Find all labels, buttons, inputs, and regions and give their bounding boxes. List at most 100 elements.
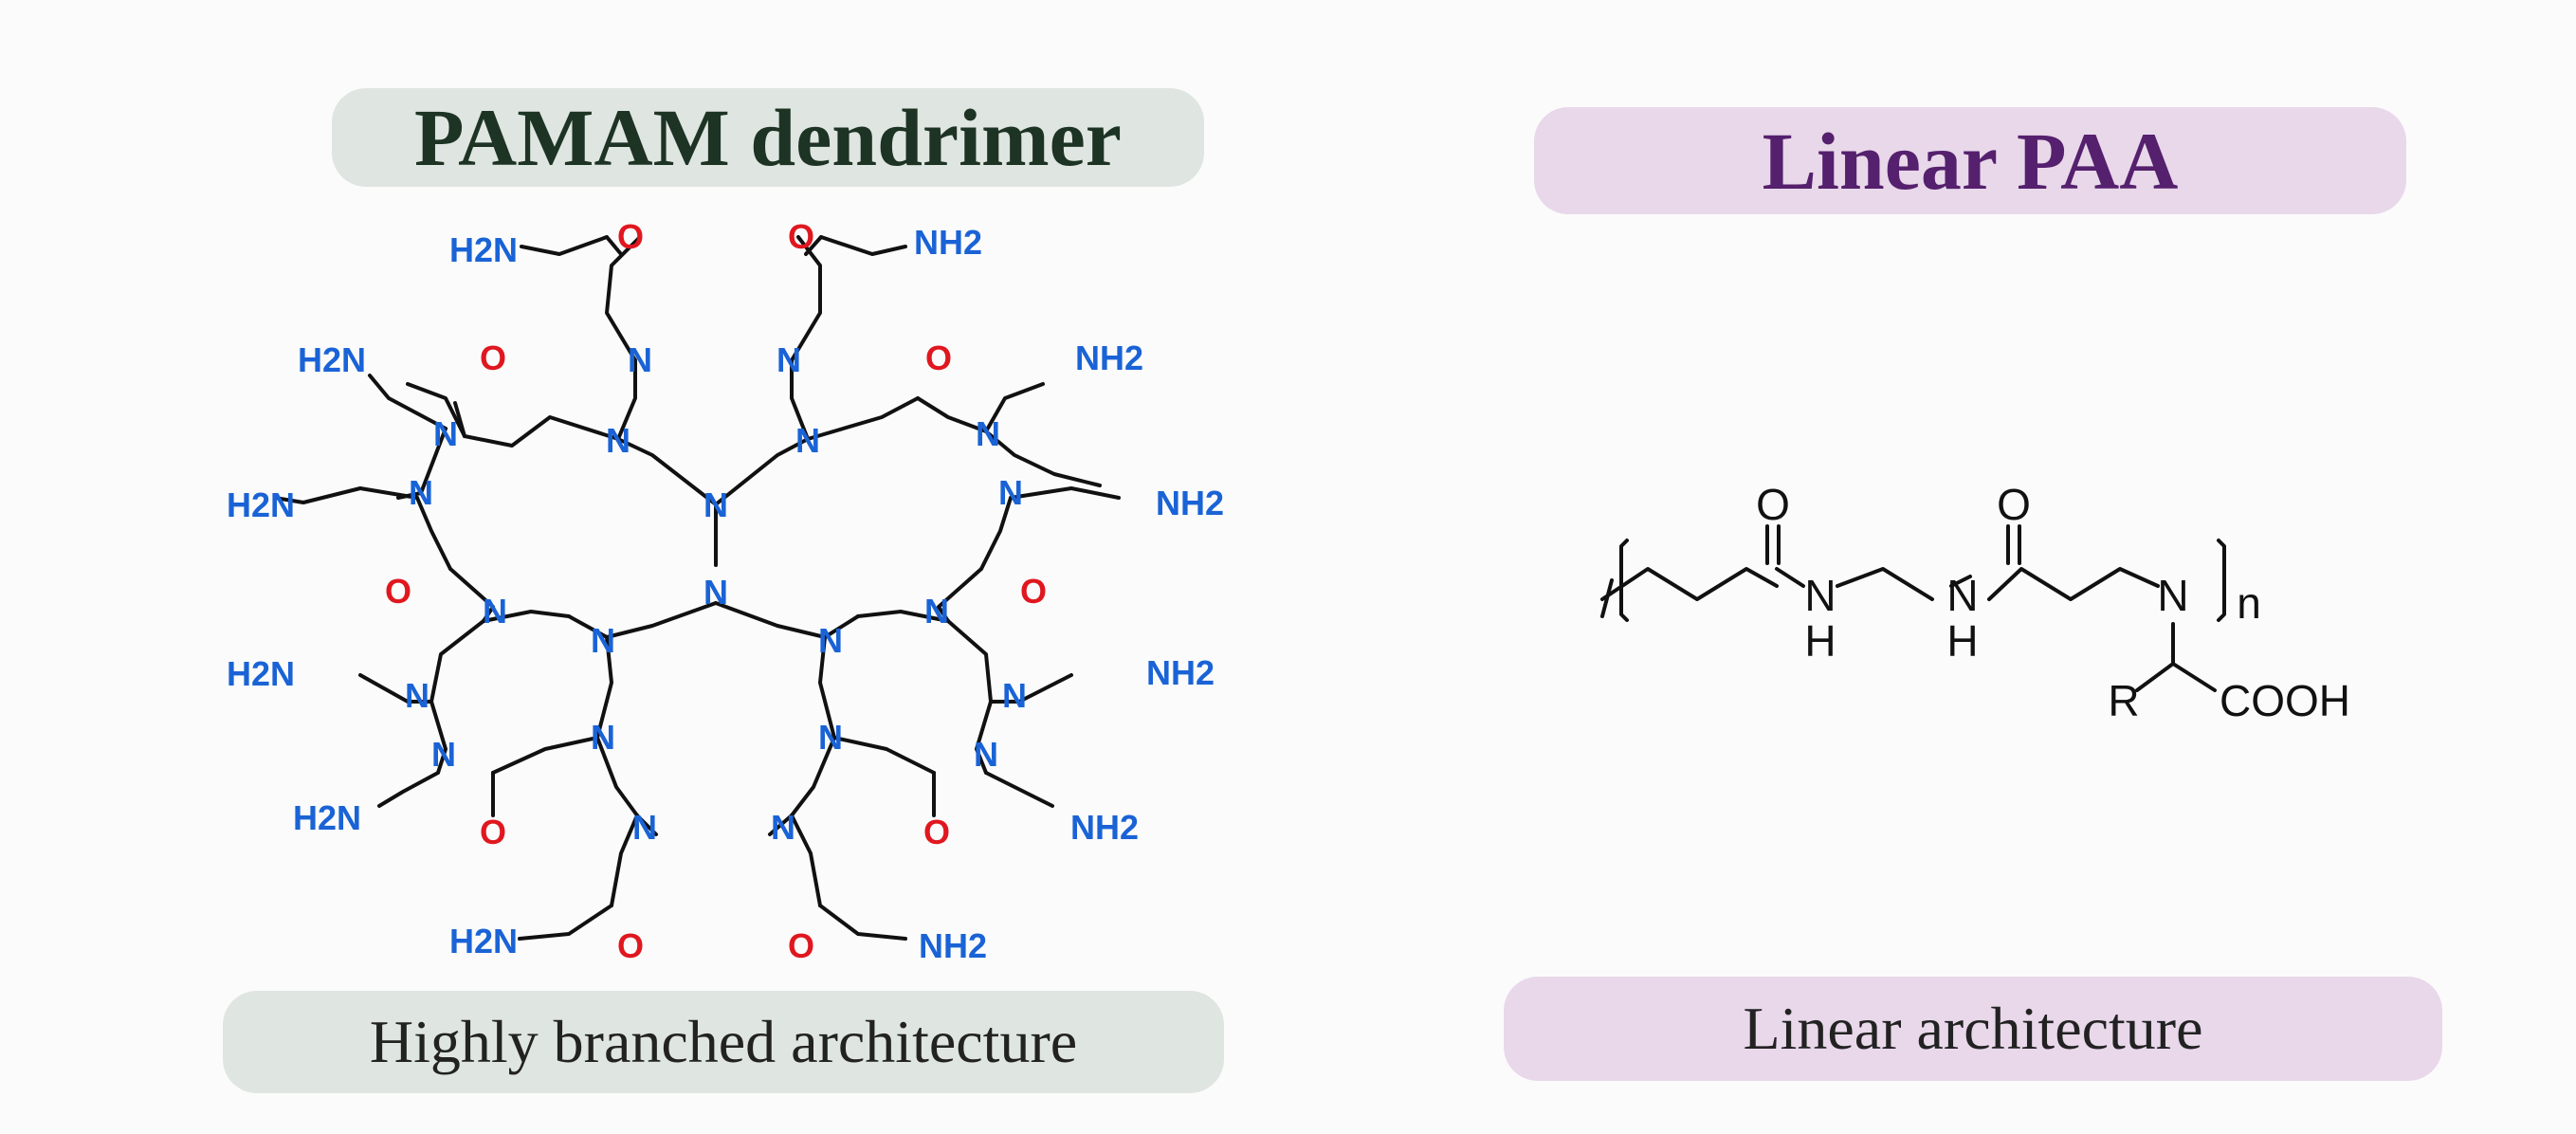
pamam-n: N: [974, 735, 998, 774]
pamam-amine: H2N: [293, 798, 361, 837]
paa-backbone: [1600, 567, 2160, 601]
pamam-bond: [377, 771, 440, 808]
pamam-bond: [406, 382, 466, 438]
paa-amide-n-1: N: [1804, 571, 1836, 620]
pamam-bond: [946, 619, 993, 704]
pamam-n: N: [483, 592, 507, 631]
pamam-bond: [984, 382, 1045, 433]
pamam-o: O: [385, 572, 411, 611]
pamam-o: O: [480, 813, 506, 851]
pamam-bond: [989, 673, 1073, 704]
pamam-amine: NH2: [1070, 808, 1139, 847]
paa-end-wavy: [1600, 578, 1614, 618]
pamam-bond: [937, 567, 983, 623]
paa-repeat-n: n: [2237, 578, 2261, 628]
pamam-bond: [856, 610, 950, 623]
pamam-n: N: [606, 421, 630, 460]
pamam-o: O: [788, 217, 814, 256]
paa-bracket-left: [1619, 539, 1629, 622]
paa-cooh: COOH: [2220, 676, 2350, 725]
pamam-bond: [714, 437, 810, 506]
pamam-bond: [358, 673, 433, 704]
pamam-o: O: [480, 338, 506, 377]
paa-nh-bond-1: [1775, 567, 1805, 588]
pamam-bond: [491, 736, 599, 775]
pamam-bond: [605, 235, 623, 256]
pamam-bond: [714, 601, 827, 639]
pamam-amine: H2N: [449, 230, 518, 269]
paa-nh-bond-2: [1949, 575, 1972, 588]
pamam-bond: [818, 904, 907, 941]
pamam-n: N: [998, 473, 1023, 512]
paa-oxygen-1: O: [1756, 480, 1790, 529]
pamam-bond: [804, 235, 823, 256]
pamam-amine: NH2: [919, 926, 987, 965]
pamam-bond: [984, 430, 1102, 487]
pamam-bond: [916, 396, 988, 433]
pamam-bond: [605, 601, 718, 639]
pamam-amine: NH2: [914, 223, 982, 262]
pamam-n: N: [1002, 676, 1027, 715]
pamam-bond: [790, 358, 810, 441]
pamam-amine: H2N: [227, 654, 295, 693]
pamam-title: PAMAM dendrimer: [332, 88, 1204, 187]
paa-atom-labels: O O N H N H N n R COOH: [1756, 480, 2350, 725]
pamam-n: N: [771, 808, 795, 847]
pamam-o: O: [1020, 572, 1047, 611]
pamam-bond: [790, 736, 836, 817]
pamam-bond: [984, 771, 1054, 808]
pamam-core-n-1: N: [703, 485, 728, 524]
pamam-bond: [463, 415, 620, 448]
pamam-bond: [415, 496, 452, 571]
pamam-o: O: [788, 926, 814, 965]
pamam-bond: [520, 235, 609, 256]
pamam-bond: [790, 814, 822, 907]
pamam-amine: H2N: [227, 485, 295, 524]
pamam-n: N: [818, 621, 843, 660]
pamam-n: N: [409, 473, 433, 512]
pamam-n: N: [431, 735, 456, 774]
pamam-bond: [823, 614, 860, 639]
pamam-bond: [635, 814, 658, 836]
pamam-bond: [518, 904, 613, 941]
pamam-bond: [975, 700, 993, 775]
pamam-n: N: [924, 592, 949, 631]
pamam-bond-network: [273, 235, 1121, 941]
pamam-bond: [768, 814, 794, 836]
pamam-n: N: [433, 414, 458, 453]
pamam-bond: [819, 235, 907, 256]
pamam-o: O: [617, 926, 644, 965]
pamam-n: N: [795, 421, 820, 460]
pamam-amine: NH2: [1156, 484, 1224, 522]
pamam-bond: [453, 401, 466, 438]
pamam-n: N: [628, 340, 652, 379]
paa-amide-h-1: H: [1804, 616, 1836, 666]
pamam-bond: [368, 374, 448, 430]
paa-bracket-right: [2217, 539, 2226, 622]
pamam-bond: [595, 635, 613, 740]
pamam-bond: [595, 736, 639, 817]
pamam-bond: [806, 396, 920, 441]
pamam-n: N: [591, 621, 615, 660]
pamam-o: O: [923, 813, 950, 851]
pamam-bond: [605, 235, 642, 362]
pamam-amine: NH2: [1146, 653, 1215, 692]
pamam-bond: [429, 700, 448, 775]
paa-amide-n-2: N: [1946, 571, 1978, 620]
pamam-amine: NH2: [1075, 338, 1143, 377]
pamam-amine: H2N: [449, 922, 518, 960]
paa-caption: Linear architecture: [1504, 977, 2442, 1081]
paa-carbonyl-2: [2006, 524, 2021, 565]
pamam-bond: [482, 610, 571, 623]
pamam-core-n-2: N: [703, 573, 728, 612]
pamam-o: O: [617, 217, 644, 256]
pamam-n: N: [405, 676, 429, 715]
paa-title: Linear PAA: [1534, 107, 2406, 214]
pamam-n: N: [818, 718, 843, 757]
paa-oxygen-2: O: [1997, 480, 2031, 529]
pamam-bond: [1009, 486, 1121, 500]
pamam-n: N: [776, 340, 801, 379]
pamam-n: N: [976, 414, 1000, 453]
paa-tertiary-n: N: [2157, 571, 2188, 620]
